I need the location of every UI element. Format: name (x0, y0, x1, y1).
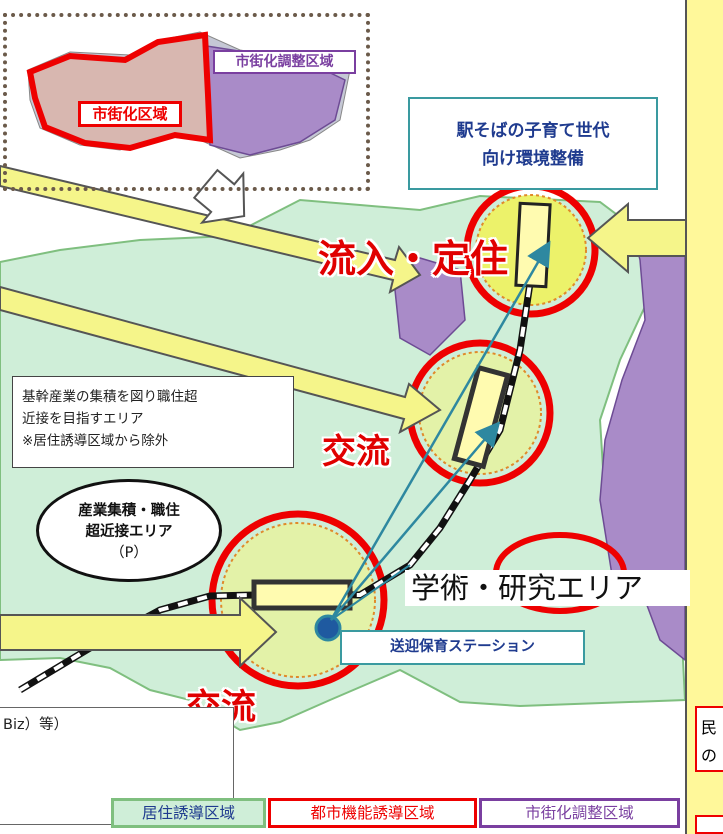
callout-line-1: 駅そばの子育て世代 (456, 121, 610, 141)
station-exchange-lower (251, 579, 353, 611)
note-line-1: 基幹産業の集積を図り職住超 (22, 389, 198, 405)
industry-area-oval: 産業集積・職住 超近接エリア （P） (36, 479, 222, 582)
oval-line-2: 超近接エリア (85, 524, 173, 540)
inset-shigaika-label: 市街化区域 (78, 101, 182, 127)
station-childcare-callout: 駅そばの子育て世代 向け環境整備 (408, 97, 658, 190)
yellow-arrow-top-right (586, 201, 691, 275)
daycare-station-label: 送迎保育ステーション (340, 630, 585, 665)
right-partial-line-2: の (701, 746, 718, 765)
inset-frame (3, 13, 370, 191)
area-label-inflow: 流入・定住 (318, 236, 509, 281)
right-side-panel (685, 0, 723, 834)
daycare-station-dot (314, 614, 342, 642)
legend-urbanization-control: 市街化調整区域 (479, 798, 680, 828)
legend-urban-function: 都市機能誘導区域 (268, 798, 477, 828)
area-label-exchange-upper: 交流 (322, 432, 390, 472)
note-line-2: 近接を目指すエリア (22, 411, 144, 427)
yellow-arrow-bottom (0, 595, 278, 669)
station-exchange-upper (451, 364, 511, 470)
industry-note: 基幹産業の集積を図り職住超 近接を目指すエリア ※居住誘導区域から除外 (12, 376, 294, 468)
yellow-arrow-top-left (0, 164, 422, 295)
oval-line-3: （P） (110, 545, 148, 561)
oval-line-1: 産業集積・職住 (78, 503, 180, 519)
right-partial-box-bottom (695, 815, 723, 834)
legend-residential: 居住誘導区域 (111, 798, 266, 828)
yellow-arrow-mid (0, 285, 442, 435)
note-line-3: ※居住誘導区域から除外 (22, 433, 169, 449)
right-partial-line-1: 民 (701, 718, 718, 737)
callout-line-2: 向け環境整備 (482, 149, 584, 169)
inset-chosei-label: 市街化調整区域 (213, 50, 356, 74)
area-label-academic: 学術・研究エリア (405, 570, 690, 606)
bottom-left-text: Biz）等） (3, 717, 69, 733)
station-inflow (514, 201, 552, 289)
right-partial-box: 民 の (695, 706, 723, 772)
